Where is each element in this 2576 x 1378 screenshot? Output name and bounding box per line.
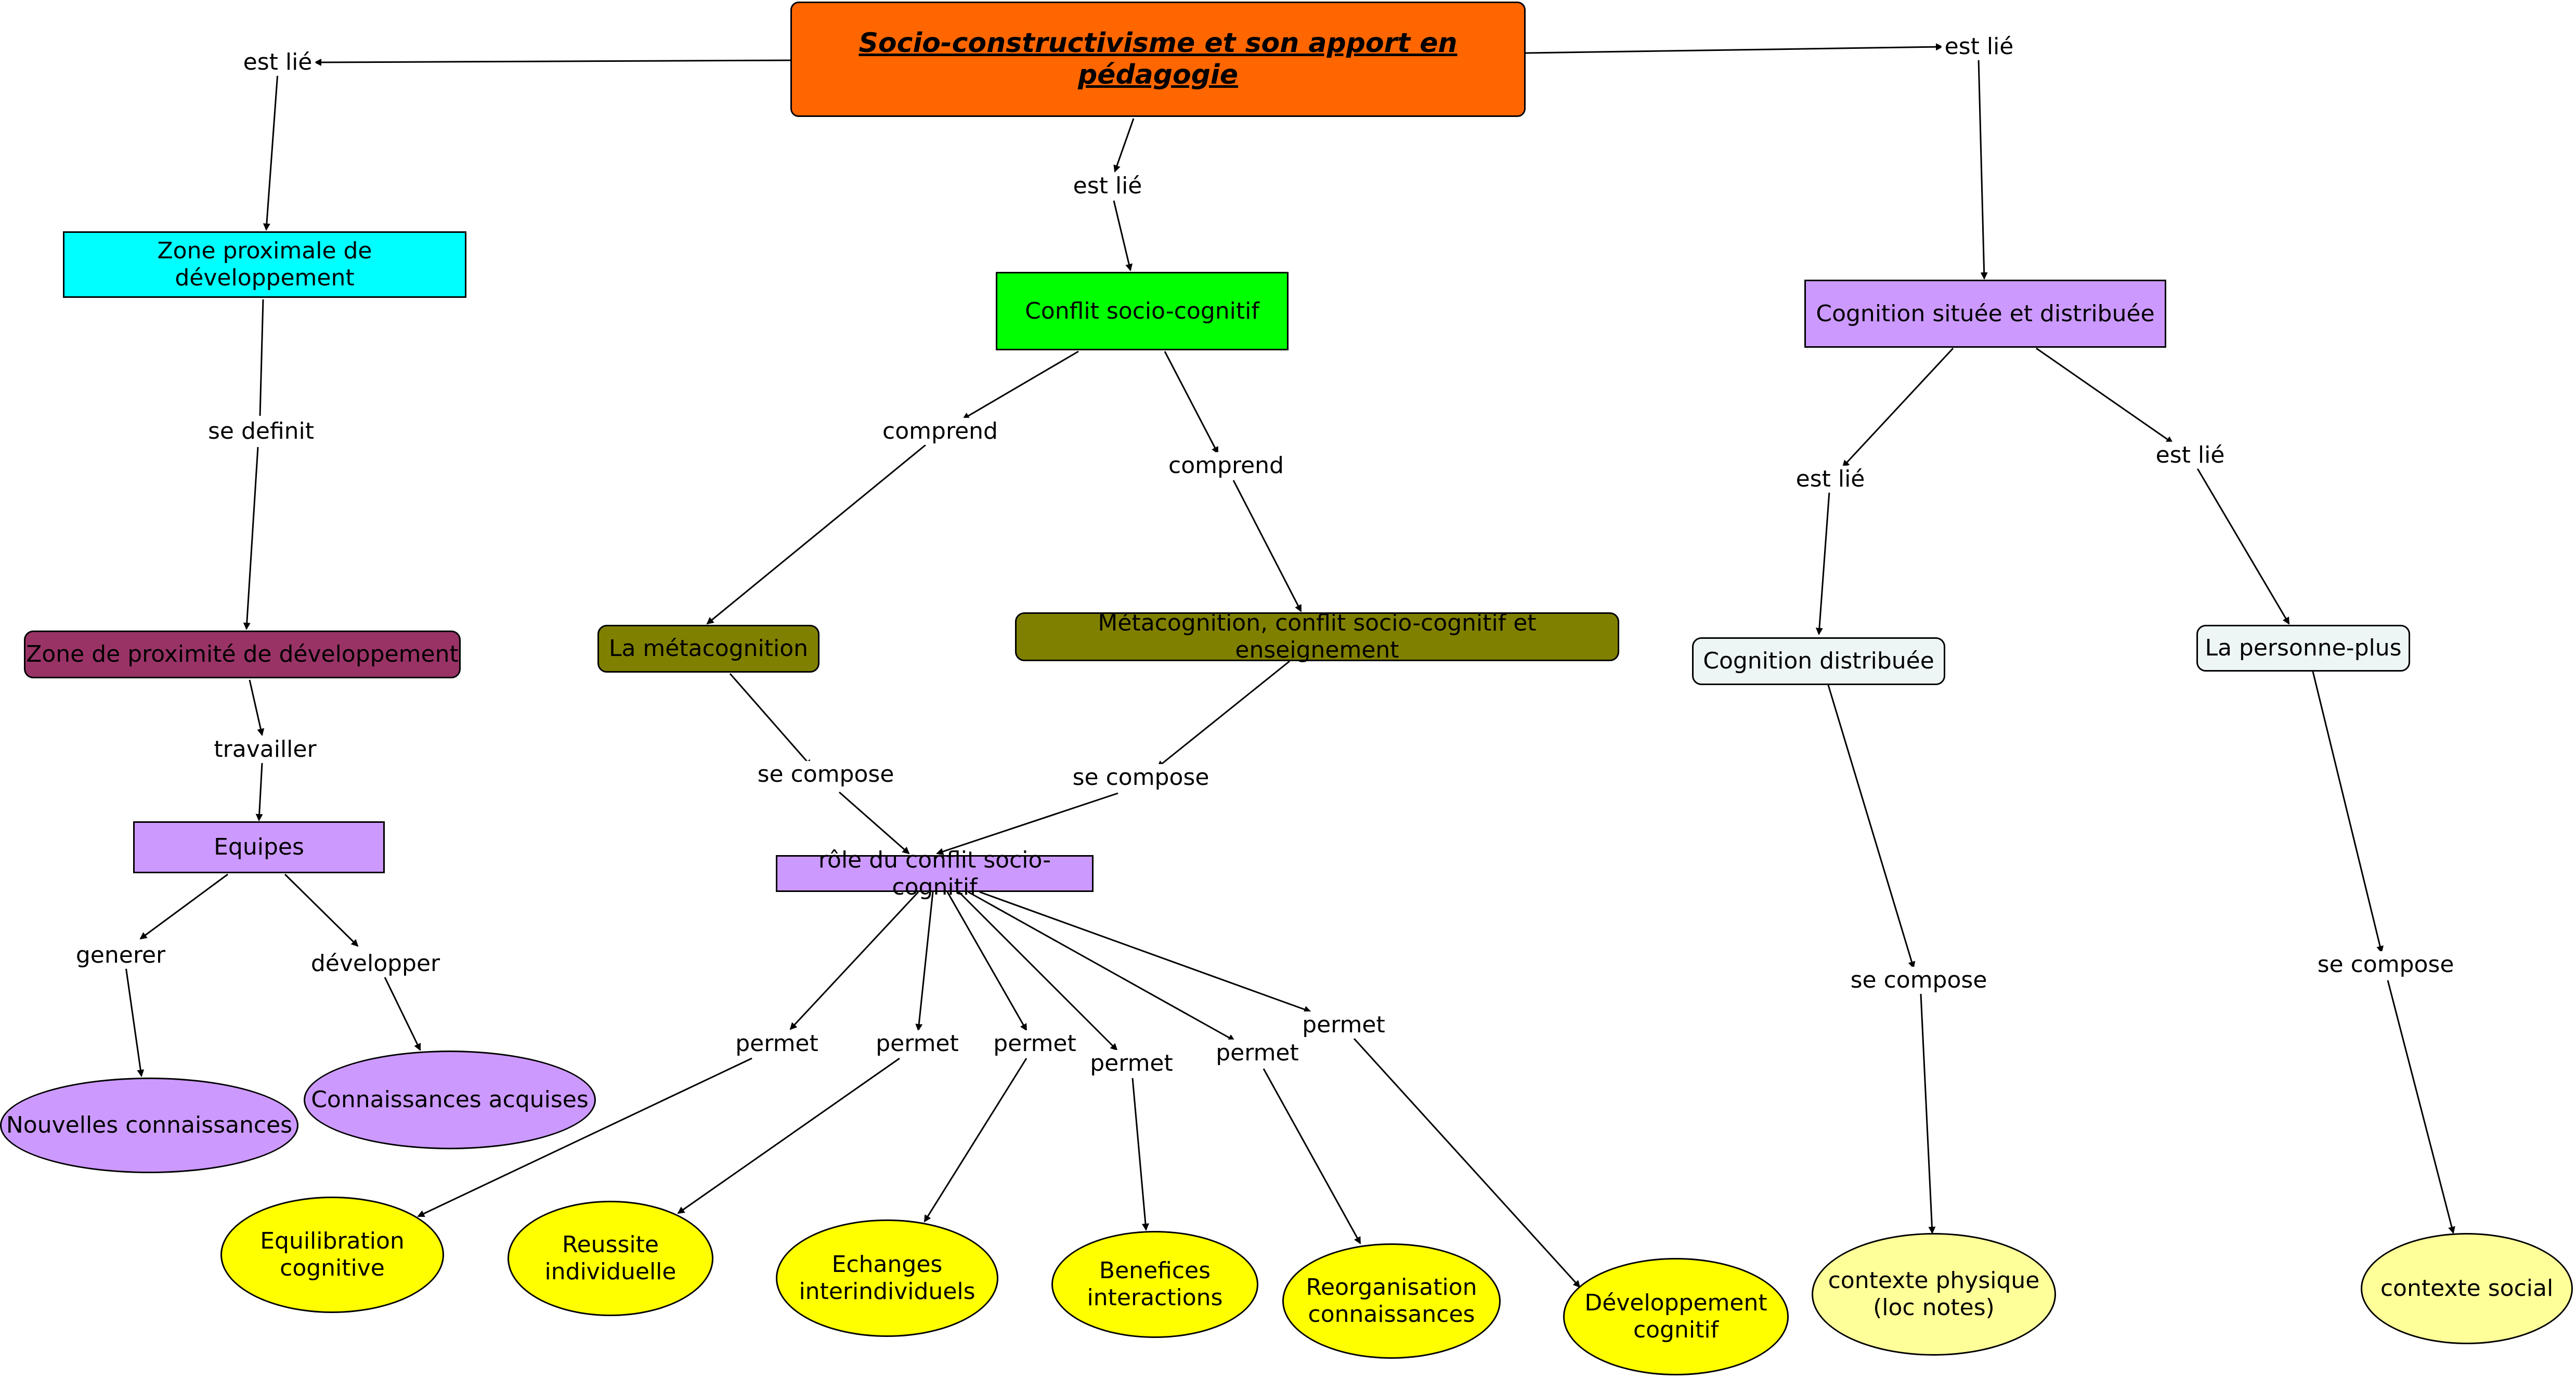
concept-cog-distribuee[interactable]: Cognition distribuée [1692,637,1945,685]
concept-metacognition[interactable]: La métacognition [597,625,819,673]
link-label-permet-2[interactable]: permet [873,1030,962,1058]
link-label-permet-3[interactable]: permet [990,1030,1079,1058]
link-label-est-lie-cog-distribuee[interactable]: est lié [1792,465,1868,493]
edge-l20-to-reorganisation [1263,1068,1361,1244]
edge-conflit-to-l6 [1164,351,1219,454]
edge-l14-to-nouvelles [125,966,145,1077]
edge-l19-to-benefices [1131,1078,1149,1231]
link-label-generer[interactable]: generer [72,941,169,969]
link-label-se-compose-personne-plus[interactable]: se compose [2314,951,2457,979]
edge-l1-to-zpd [263,72,279,231]
edge-conflit-to-l5 [962,350,1079,420]
edge-l21-to-developpement [1353,1038,1581,1288]
concept-root[interactable]: Socio-constructivisme et son apport en p… [790,2,1526,117]
edge-cogdistribuee-to-l12 [1827,685,1916,969]
edge-equipes-to-l15 [284,873,359,947]
concept-reussite[interactable]: Reussite individuelle [508,1201,713,1316]
edge-zpd-to-l4 [259,299,264,416]
concept-zpd[interactable]: Zone proximale de développement [63,231,466,298]
link-label-comprend-left[interactable]: comprend [879,417,1001,445]
concept-zone-prox[interactable]: Zone de proximité de développement [24,631,461,678]
edge-personneplus-to-l13 [2312,671,2384,953]
link-label-travailler[interactable]: travailler [211,736,320,764]
edge-l16-to-equilibration [417,1057,752,1217]
edge-l3-to-cognition [1977,58,1988,280]
edge-root-to-l2 [1113,118,1135,173]
link-label-se-compose-meta-conflit[interactable]: se compose [1069,764,1213,792]
edge-root-to-l1 [314,58,791,66]
edge-zoneprox-to-l9 [249,679,265,736]
edge-role-to-l18 [946,891,1027,1031]
edge-cognition-to-l7 [1842,347,1954,468]
link-label-permet-5[interactable]: permet [1213,1039,1302,1067]
edge-role-to-l17 [915,891,934,1031]
edge-cognition-to-l8 [2036,347,2174,444]
concept-echanges[interactable]: Echanges interindividuels [776,1219,998,1337]
concept-developpement[interactable]: Développement cognitif [1563,1258,1789,1375]
edge-l15-to-acquises [384,977,421,1051]
link-label-comprend-right[interactable]: comprend [1165,452,1287,480]
concept-reorganisation[interactable]: Reorganisation connaissances [1282,1243,1501,1359]
link-label-est-lie-center[interactable]: est lié [1070,172,1146,200]
edge-metacognition-to-l10 [729,673,812,767]
concept-personne-plus[interactable]: La personne-plus [2196,625,2410,672]
link-label-permet-4[interactable]: permet [1087,1049,1176,1078]
edge-l7-to-cogdistribuee [1815,491,1830,635]
link-label-se-compose-cog-distribuee[interactable]: se compose [1847,966,1990,994]
edge-role-to-l16 [789,891,919,1030]
edge-l18-to-echanges [923,1058,1027,1223]
link-label-est-lie-right[interactable]: est lié [1941,33,2017,61]
concept-equilibration[interactable]: Equilibration cognitive [220,1197,444,1313]
link-label-est-lie-personne-plus[interactable]: est lié [2152,441,2228,469]
edge-metaconflit-to-l11 [1156,660,1290,768]
concept-conflit[interactable]: Conflit socio-cognitif [996,272,1289,350]
edge-role-to-l19 [958,891,1118,1051]
concept-benefices[interactable]: Benefices interactions [1051,1231,1258,1338]
edge-l6-to-metaconflit [1232,480,1302,612]
concept-contexte-physique[interactable]: contexte physique (loc notes) [1812,1233,2056,1356]
edge-l12-to-contextephysique [1920,993,1936,1234]
edge-l8-to-personneplus [2195,466,2290,625]
edge-root-to-l3 [1525,43,1943,54]
edge-role-to-l21 [979,891,1311,1013]
concept-cognition-situee[interactable]: Cognition située et distribuée [1804,280,2166,348]
concept-contexte-social[interactable]: contexte social [2361,1233,2573,1344]
edge-role-to-l20 [968,891,1235,1042]
edge-l4-to-zoneprox [243,447,259,630]
edge-l10-to-role [839,791,910,855]
concept-equipes[interactable]: Equipes [133,821,385,873]
concept-role-conflit[interactable]: rôle du conflit socio-cognitif [776,847,1094,900]
edge-equipes-to-l14 [139,873,228,940]
link-label-permet-6[interactable]: permet [1299,1011,1388,1039]
link-label-developper[interactable]: développer [307,950,444,978]
edge-l2-to-conflit [1113,200,1133,271]
concept-acquises[interactable]: Connaissances acquises [304,1051,596,1149]
edge-l17-to-reussite [677,1057,900,1214]
edge-l5-to-metacognition [706,444,926,625]
edge-l9-to-equipes [255,763,263,821]
link-label-permet-1[interactable]: permet [732,1030,822,1058]
link-label-se-compose-metacognition[interactable]: se compose [754,760,897,789]
edge-l13-to-contextesocial [2387,980,2455,1234]
edge-l11-to-role [936,792,1118,855]
concept-nouvelles[interactable]: Nouvelles connaissances [0,1078,298,1173]
link-label-est-lie-left[interactable]: est lié [240,48,316,76]
link-label-se-definit[interactable]: se definit [204,417,318,445]
concept-meta-conflit[interactable]: Métacognition, conflit socio-cognitif et… [1015,610,1619,663]
